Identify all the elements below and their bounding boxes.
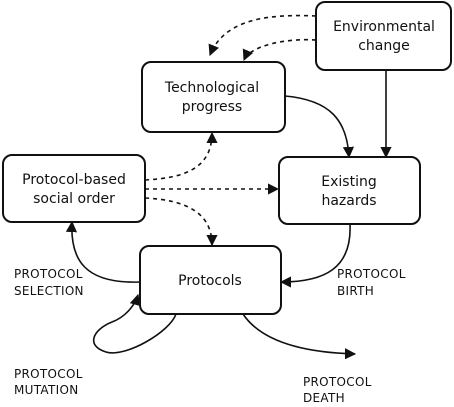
node-technological-progress-line1: Technological bbox=[164, 80, 259, 96]
node-environmental-change-line1: Environmental bbox=[333, 19, 435, 35]
edge-social-to-protocols bbox=[144, 197, 218, 247]
label-protocol-birth: PROTOCOL BIRTH bbox=[337, 267, 406, 298]
node-existing-hazards: Existing hazards bbox=[278, 156, 421, 225]
node-protocols: Protocols bbox=[139, 245, 282, 315]
node-protocol-social-order-line2: social order bbox=[33, 191, 115, 207]
node-technological-progress-line2: progress bbox=[182, 99, 242, 115]
edge-env-to-tech-lower bbox=[242, 38, 317, 62]
edge-social-to-tech bbox=[144, 131, 218, 181]
label-protocol-mutation-line1: PROTOCOL bbox=[14, 367, 83, 381]
edge-tech-to-hazards bbox=[284, 95, 355, 159]
label-protocol-birth-line2: BIRTH bbox=[337, 284, 374, 298]
edge-protocol-mutation bbox=[93, 293, 177, 354]
edge-protocol-selection bbox=[65, 220, 141, 283]
label-protocol-death-line1: PROTOCOL bbox=[303, 375, 372, 389]
edge-protocol-birth bbox=[279, 223, 351, 288]
node-environmental-change-line2: change bbox=[358, 38, 410, 54]
label-protocol-mutation-line2: MUTATION bbox=[14, 383, 79, 397]
node-existing-hazards-line2: hazards bbox=[321, 193, 376, 209]
node-technological-progress: Technological progress bbox=[141, 61, 286, 133]
label-protocol-death: PROTOCOL DEATH bbox=[303, 375, 372, 405]
label-protocol-selection: PROTOCOL SELECTION bbox=[14, 267, 84, 298]
edge-protocol-death bbox=[242, 313, 357, 360]
node-protocol-social-order-line1: Protocol-based bbox=[22, 172, 126, 188]
node-protocol-social-order: Protocol-based social order bbox=[2, 154, 146, 223]
label-protocol-birth-line1: PROTOCOL bbox=[337, 267, 406, 281]
label-protocol-mutation: PROTOCOL MUTATION bbox=[14, 367, 83, 397]
edge-env-to-tech-upper bbox=[208, 14, 317, 57]
node-environmental-change: Environmental change bbox=[315, 1, 452, 71]
label-protocol-selection-line1: PROTOCOL bbox=[14, 267, 83, 281]
node-existing-hazards-line1: Existing bbox=[321, 174, 376, 190]
label-protocol-death-line2: DEATH bbox=[303, 391, 345, 405]
label-protocol-selection-line2: SELECTION bbox=[14, 284, 84, 298]
node-protocols-label: Protocols bbox=[178, 273, 242, 289]
